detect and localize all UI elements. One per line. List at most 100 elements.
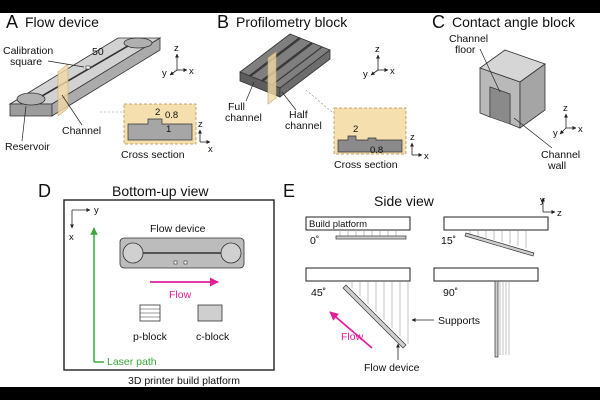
supports-0deg: [339, 230, 397, 236]
cross-section-profile-b: [337, 135, 403, 153]
platform-90deg: [433, 267, 539, 282]
panel-d-title: Bottom-up view: [112, 183, 209, 199]
channel-label: Channel: [62, 125, 101, 137]
axis-y-label-e: y: [540, 195, 545, 206]
cutting-plane-a: [57, 63, 69, 117]
c-block-inner-channel: [489, 86, 511, 125]
build-platform-outline: [63, 199, 275, 371]
cutting-plane-b: [267, 51, 277, 105]
device-0deg: [335, 235, 407, 240]
flow-device-label-d: Flow device: [150, 223, 206, 235]
p-block-side-face: [279, 49, 331, 98]
dim-50-label: 50: [92, 46, 104, 58]
axis-x-label-c: x: [578, 124, 583, 135]
panel-e: E Side view y z Build platform 0˚: [283, 181, 562, 374]
axes-e: y z: [540, 195, 562, 219]
angle-45-label: 45˚: [311, 287, 326, 299]
panel-a-letter: A: [6, 12, 18, 32]
reservoir-top-left: [122, 242, 144, 264]
build-platform-label: 3D printer build platform: [128, 375, 240, 387]
axis-y-label-c: y: [553, 128, 558, 139]
reservoir-leader: [21, 105, 27, 142]
axes-c: z x y: [553, 103, 583, 139]
reservoir-top-right: [220, 242, 242, 264]
inset-connector-b: [305, 89, 333, 113]
device-channel: [41, 45, 129, 97]
full-channel-line2: channel: [225, 112, 262, 124]
cross-section-profile-a: [127, 118, 193, 141]
inset-axes-b: z x: [410, 132, 429, 162]
platform-0deg: [305, 216, 411, 231]
axes-a: z x y: [162, 43, 194, 79]
calibration-label-line2: square: [10, 56, 42, 68]
reservoir-right: [123, 37, 153, 49]
panel-a-title: Flow device: [25, 14, 99, 30]
axis-x-label-d: x: [69, 232, 74, 243]
flow-label-d: Flow: [169, 289, 192, 301]
full-channel-line1: Full: [228, 101, 245, 113]
calibration-label-line1: Calibration: [3, 45, 53, 57]
flow-device-label-e: Flow device: [364, 362, 420, 374]
calibration-square-mark: [85, 65, 91, 70]
calibration-square-d1: [173, 260, 178, 265]
calibration-square-d2: [183, 260, 188, 265]
panel-c-title: Contact angle block: [452, 14, 576, 30]
channel-floor-line1: Channel: [449, 33, 488, 45]
axes-d: y x: [69, 205, 99, 243]
angle-0-label: 0˚: [310, 235, 319, 247]
supports-15deg: [469, 230, 527, 248]
calibration-leader: [47, 60, 85, 68]
build-platform-label-e: Build platform: [309, 219, 367, 230]
channel-wall-line1: Channel: [541, 149, 580, 161]
dim-1-a: 1: [166, 124, 171, 135]
laser-path-label: Laser path: [107, 356, 157, 368]
c-block-label: c-block: [196, 331, 230, 343]
platform-45deg: [305, 267, 411, 282]
half-channel-line2: channel: [285, 120, 322, 132]
panel-e-title: Side view: [374, 193, 435, 209]
half-channel-line1: Half: [289, 109, 308, 121]
panel-c: C Contact angle block Channel floor Chan…: [432, 12, 583, 172]
device-45deg: [342, 284, 407, 349]
groove-3: [271, 46, 323, 86]
axis-z-label-c: z: [563, 103, 568, 114]
reservoir-label: Reservoir: [5, 141, 50, 153]
panel-b-letter: B: [217, 12, 229, 32]
inset-axis-x-b: x: [424, 151, 429, 162]
c-block-icon: [197, 304, 223, 322]
axis-x-label-b: x: [390, 66, 395, 77]
c-block-side-face: [519, 63, 546, 129]
panel-d-letter: D: [38, 181, 51, 201]
channel-leader: [61, 94, 83, 126]
axis-z-label-b: z: [375, 44, 380, 55]
supports-45deg: [351, 281, 409, 344]
cross-section-label-a: Cross section: [121, 149, 185, 161]
flow-arrow-e: [329, 311, 373, 349]
inset-axis-z-a: z: [198, 119, 203, 130]
dim-2-a: 2: [155, 107, 160, 118]
axis-x-label: x: [189, 66, 194, 77]
panel-e-letter: E: [283, 181, 295, 201]
bottom-border-bar: [0, 387, 600, 400]
device-90deg: [494, 280, 499, 358]
half-channel-leader: [281, 91, 297, 111]
axis-y-label-d: y: [94, 205, 99, 216]
flow-device-front-face: [9, 103, 53, 117]
channel-wall-leader: [513, 117, 553, 149]
cross-section-label-b: Cross section: [334, 159, 398, 171]
axis-z-label-e: z: [557, 208, 562, 219]
panel-a: A Flow device 50 Calibration square Chan…: [3, 12, 213, 161]
flow-device-side-face: [51, 37, 161, 117]
supports-label: Supports: [438, 315, 480, 327]
axes-b: z x y: [363, 44, 395, 80]
channel-floor-leader: [479, 48, 501, 93]
reservoir-left: [16, 92, 46, 106]
flow-label-e: Flow: [341, 331, 364, 343]
inset-axes-a: z x: [198, 119, 213, 155]
angle-90-label: 90˚: [443, 287, 458, 299]
panel-d: D Bottom-up view y x Laser path Flow dev…: [38, 181, 275, 387]
device-15deg: [464, 232, 535, 257]
supports-90deg: [499, 281, 510, 355]
